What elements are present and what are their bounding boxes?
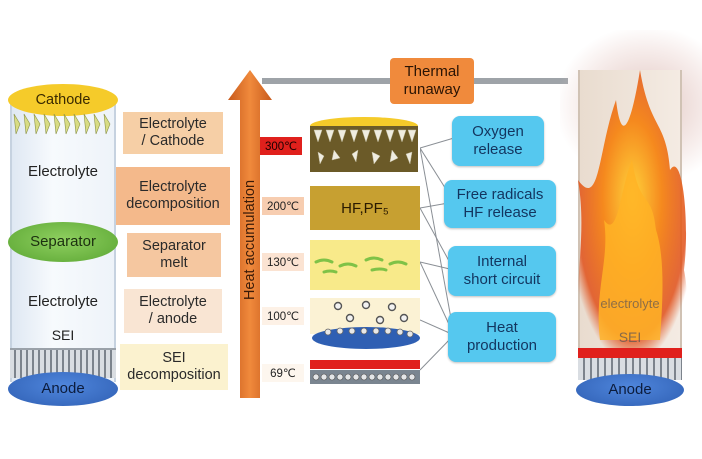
cathode-cap: Cathode bbox=[8, 84, 118, 116]
stage-sei-decomposition-text: SEI decomposition bbox=[127, 349, 221, 383]
burning-anode-cap: Anode bbox=[576, 374, 684, 406]
burning-graphite-layer bbox=[578, 358, 682, 380]
stage-sei-decomposition: SEI decomposition bbox=[120, 344, 228, 390]
temp-300: 300℃ bbox=[260, 137, 302, 155]
stage-electrolyte-decomposition-text: Electrolyte decomposition bbox=[126, 178, 220, 212]
separator-disc: Separator bbox=[8, 222, 118, 262]
connector-line-top bbox=[262, 78, 392, 84]
separator-melt-illustration bbox=[310, 240, 420, 290]
stage-electrolyte-decomposition: Electrolyte decomposition bbox=[116, 167, 230, 225]
electrolyte-top-label: Electrolyte bbox=[27, 163, 99, 181]
stage-separator-melt-text: Separator melt bbox=[142, 237, 206, 271]
heat-accumulation-label: Heat accumulation bbox=[242, 179, 258, 301]
effect-oxygen-release-text: Oxygen release bbox=[472, 123, 524, 158]
burning-anode-label: Anode bbox=[608, 381, 652, 399]
effect-internal-short-circuit-text: Internal short circuit bbox=[463, 253, 541, 288]
battery-cell: Cathode Electrolyte Separator Electrolyt… bbox=[8, 84, 118, 406]
electrolyte-bottom-label: Electrolyte bbox=[27, 293, 99, 311]
burning-hot-layer bbox=[578, 348, 682, 358]
temp-100: 100℃ bbox=[262, 307, 304, 325]
burning-electrolyte-label: electrolyte bbox=[600, 295, 660, 311]
burning-sei-label: SEI bbox=[618, 329, 642, 345]
effect-heat-production-text: Heat production bbox=[466, 319, 538, 354]
cathode-decomposition-illustration bbox=[310, 117, 418, 172]
fire-flames bbox=[577, 70, 688, 350]
anode-cap: Anode bbox=[8, 372, 118, 406]
temp-69: 69℃ bbox=[262, 364, 304, 382]
connector-line-top-right bbox=[472, 78, 568, 84]
stage-electrolyte-cathode: Electrolyte / Cathode bbox=[123, 112, 223, 154]
anode-label: Anode bbox=[41, 380, 85, 398]
electrolyte-anode-illustration bbox=[310, 298, 420, 349]
stage-electrolyte-cathode-text: Electrolyte / Cathode bbox=[139, 115, 207, 149]
separator-label: Separator bbox=[30, 233, 96, 251]
effect-free-radicals-text: Free radicals HF release bbox=[456, 186, 544, 221]
effect-free-radicals: Free radicals HF release bbox=[444, 180, 556, 228]
temp-130: 130℃ bbox=[262, 253, 304, 271]
sei-label: SEI bbox=[51, 326, 75, 343]
effect-internal-short-circuit: Internal short circuit bbox=[448, 246, 556, 296]
cathode-crystals bbox=[13, 113, 111, 135]
thermal-runaway-box: Thermal runaway bbox=[390, 58, 474, 104]
temp-200: 200℃ bbox=[262, 197, 304, 215]
hf-pf5-text: HF,PF₅ bbox=[341, 199, 389, 217]
cathode-label: Cathode bbox=[35, 91, 91, 108]
thermal-runaway-text: Thermal runaway bbox=[403, 63, 461, 98]
sei-decomposition-illustration bbox=[310, 360, 420, 384]
hf-pf5-box: HF,PF₅ bbox=[310, 186, 420, 230]
stage-separator-melt: Separator melt bbox=[127, 233, 221, 277]
stage-electrolyte-anode: Electrolyte / anode bbox=[124, 289, 222, 333]
effect-heat-production: Heat production bbox=[448, 312, 556, 362]
heat-accumulation-arrow bbox=[228, 70, 272, 398]
burning-cell: electrolyte SEI Anode bbox=[560, 30, 702, 410]
effect-oxygen-release: Oxygen release bbox=[452, 116, 544, 166]
stage-electrolyte-anode-text: Electrolyte / anode bbox=[139, 293, 207, 327]
